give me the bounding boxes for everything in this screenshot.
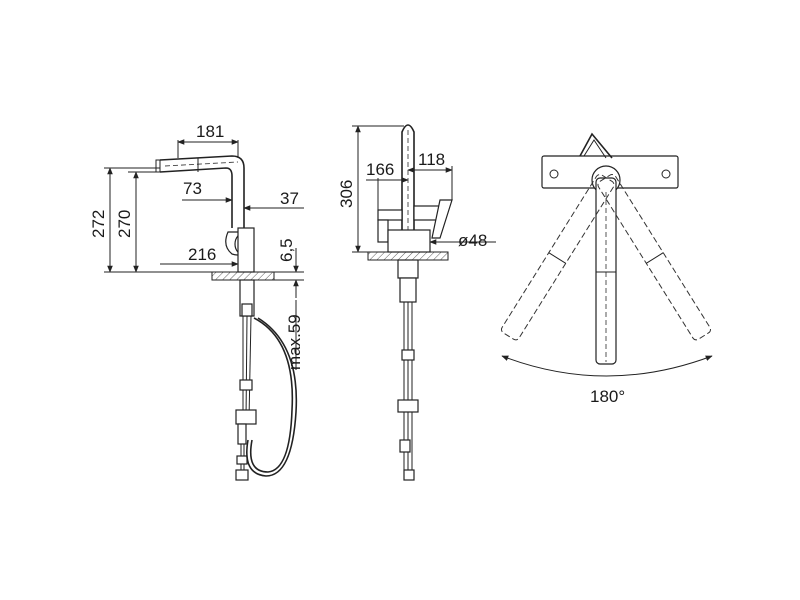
dim-6-5: 6,5 bbox=[274, 238, 304, 298]
dim-37: 37 bbox=[231, 189, 304, 212]
dim-306: 306 bbox=[337, 125, 404, 253]
top-spout-left bbox=[501, 174, 615, 341]
dim-181: 181 bbox=[177, 122, 239, 158]
top-lever bbox=[579, 132, 613, 159]
dim-max-59: max.59 bbox=[285, 300, 304, 370]
side-faucet-body bbox=[155, 155, 298, 481]
dim-272: 272 bbox=[89, 167, 212, 273]
dim-181-label: 181 bbox=[196, 122, 224, 141]
top-view: 180° bbox=[501, 132, 713, 406]
dim-118: 118 bbox=[407, 150, 453, 200]
front-view: 306 166 118 ø48 bbox=[337, 124, 496, 481]
dim-272-label: 272 bbox=[89, 210, 108, 238]
dim-166-label: 166 bbox=[366, 160, 394, 179]
dim-270-label: 270 bbox=[115, 210, 134, 238]
dim-73-label: 73 bbox=[183, 179, 202, 198]
top-spout-center bbox=[595, 177, 617, 365]
dim-306-label: 306 bbox=[337, 180, 356, 208]
side-countertop bbox=[211, 271, 275, 281]
front-faucet-body bbox=[377, 124, 453, 481]
dim-118-label: 118 bbox=[418, 150, 445, 169]
dim-73: 73 bbox=[182, 179, 233, 203]
top-spout-right bbox=[597, 174, 711, 341]
side-view: 181 272 270 73 37 216 bbox=[89, 122, 304, 481]
dim-6-5-label: 6,5 bbox=[277, 238, 296, 262]
dim-166: 166 bbox=[366, 160, 409, 210]
dim-diameter-48-label: ø48 bbox=[458, 231, 487, 250]
dim-180-label: 180° bbox=[590, 387, 625, 406]
dim-37-label: 37 bbox=[280, 189, 299, 208]
dim-max-59-label: max.59 bbox=[285, 314, 304, 370]
dim-180-degrees: 180° bbox=[501, 355, 713, 406]
front-countertop bbox=[367, 251, 449, 261]
dim-216-label: 216 bbox=[188, 245, 216, 264]
dim-216: 216 bbox=[160, 245, 239, 267]
dim-270: 270 bbox=[115, 171, 160, 273]
dim-diameter-48: ø48 bbox=[429, 231, 496, 250]
